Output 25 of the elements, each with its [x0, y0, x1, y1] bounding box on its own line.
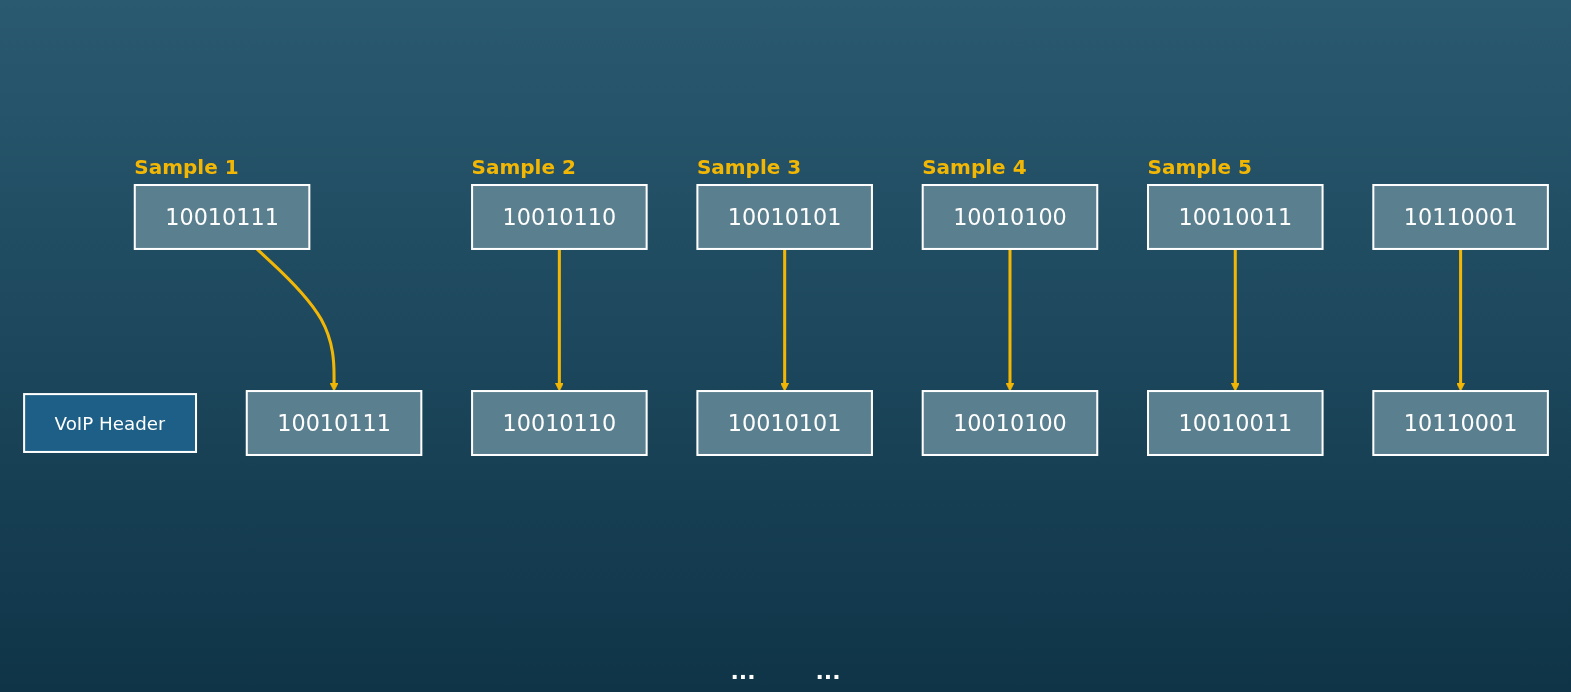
sample-caption: Sample 2 — [471, 155, 576, 179]
sample-caption: Sample 3 — [696, 155, 802, 179]
node-box: 10010111 — [133, 184, 310, 250]
node-box: 10110001 — [1371, 390, 1549, 456]
node-box: 10010111 — [245, 390, 422, 456]
arrow — [1230, 248, 1240, 392]
node-box: 10010110 — [470, 390, 648, 456]
ellipsis-text: ... — [730, 659, 756, 684]
node-box: 10010101 — [695, 390, 873, 456]
arrow — [779, 248, 789, 392]
node-box: 10010110 — [470, 184, 648, 250]
node-box: VoIP Header — [22, 393, 197, 453]
node-box: 10010100 — [921, 390, 1098, 456]
sample-caption: Sample 1 — [134, 155, 239, 179]
node-box: 10010011 — [1146, 390, 1324, 456]
sample-caption: Sample 4 — [922, 155, 1027, 179]
arrow — [554, 248, 564, 392]
sample-caption: Sample 5 — [1147, 155, 1252, 179]
node-box: 10010011 — [1146, 184, 1324, 250]
node-box: 10110001 — [1371, 184, 1549, 250]
node-box: 10010101 — [695, 184, 873, 250]
ellipsis-text: ... — [815, 659, 841, 684]
node-box: 10010100 — [921, 184, 1098, 250]
arrow — [1455, 248, 1465, 392]
arrow — [1005, 248, 1014, 392]
